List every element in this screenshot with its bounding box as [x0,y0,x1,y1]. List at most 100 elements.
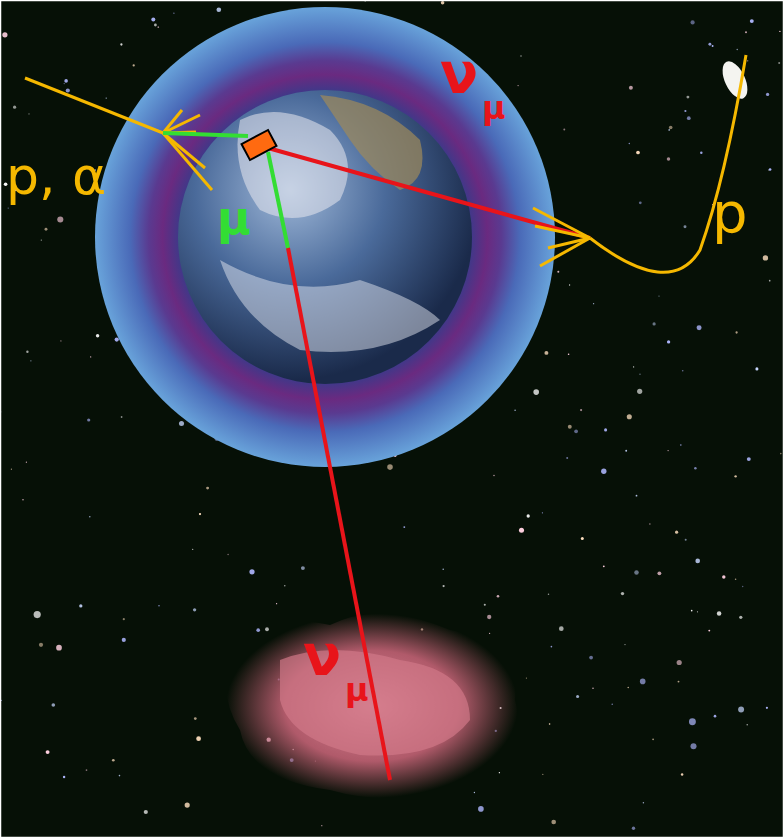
star [533,389,539,395]
star [2,32,7,37]
star [576,695,579,698]
star [484,604,486,606]
star [28,113,29,114]
star [157,26,159,28]
star [684,225,687,228]
star [769,280,771,282]
star [747,60,748,61]
star [652,322,655,325]
star [89,516,91,518]
star [658,295,659,296]
star [649,523,650,524]
star [568,425,572,429]
star [115,337,119,341]
star [566,457,568,459]
star [593,303,594,304]
star [8,208,9,209]
star [64,83,65,84]
star [639,201,642,204]
star [527,514,530,517]
star [158,605,160,607]
star [387,464,393,470]
star [133,64,135,66]
star [689,718,696,725]
star [39,643,43,647]
star [563,129,565,131]
star [542,774,543,775]
star [45,228,48,231]
star [678,681,680,683]
star [106,97,107,98]
star [691,20,695,24]
star [520,55,521,56]
star [779,31,780,32]
star [122,638,126,642]
flavor-subscript: μ [345,674,369,706]
star [26,462,27,463]
star [736,49,737,50]
star [746,724,747,725]
star [86,769,88,771]
star [589,656,593,660]
star [695,559,700,564]
star [192,549,193,550]
star [276,603,277,604]
star [568,354,570,356]
star [196,736,201,741]
star [442,569,444,571]
star [633,366,634,367]
star [544,351,548,355]
muon-symbol: μ [217,195,251,241]
star [667,340,670,343]
star [739,616,742,619]
star [574,429,578,433]
star [194,717,197,720]
detector [242,130,277,160]
star [227,554,228,555]
star [657,571,661,575]
star [640,679,646,685]
star [489,633,490,634]
star [714,715,717,718]
star [682,370,684,372]
neutrino-track [268,148,590,238]
star [628,687,629,688]
star [41,239,42,240]
star [441,1,445,5]
star [13,106,16,109]
star [627,414,632,419]
star [173,13,174,14]
star [151,18,155,22]
star [634,570,639,575]
star [144,810,148,814]
star [123,618,125,620]
star [675,531,678,534]
star [497,595,500,598]
star [735,579,737,581]
star [478,806,484,812]
star [179,421,184,426]
star [499,772,500,773]
star [487,615,491,619]
star [681,773,684,776]
star [46,750,50,754]
star [629,143,630,144]
star [11,469,12,470]
neutrino-symbol: ν [440,46,478,102]
muon-track [163,133,248,136]
star [542,512,543,513]
star [637,389,642,394]
star [639,374,640,375]
star [22,499,24,501]
star [57,216,63,222]
star [26,350,28,352]
star [551,820,556,825]
atmosphere [95,7,555,467]
star [321,825,322,826]
star [249,569,254,574]
neutrino-track [288,248,390,780]
star [734,475,736,477]
